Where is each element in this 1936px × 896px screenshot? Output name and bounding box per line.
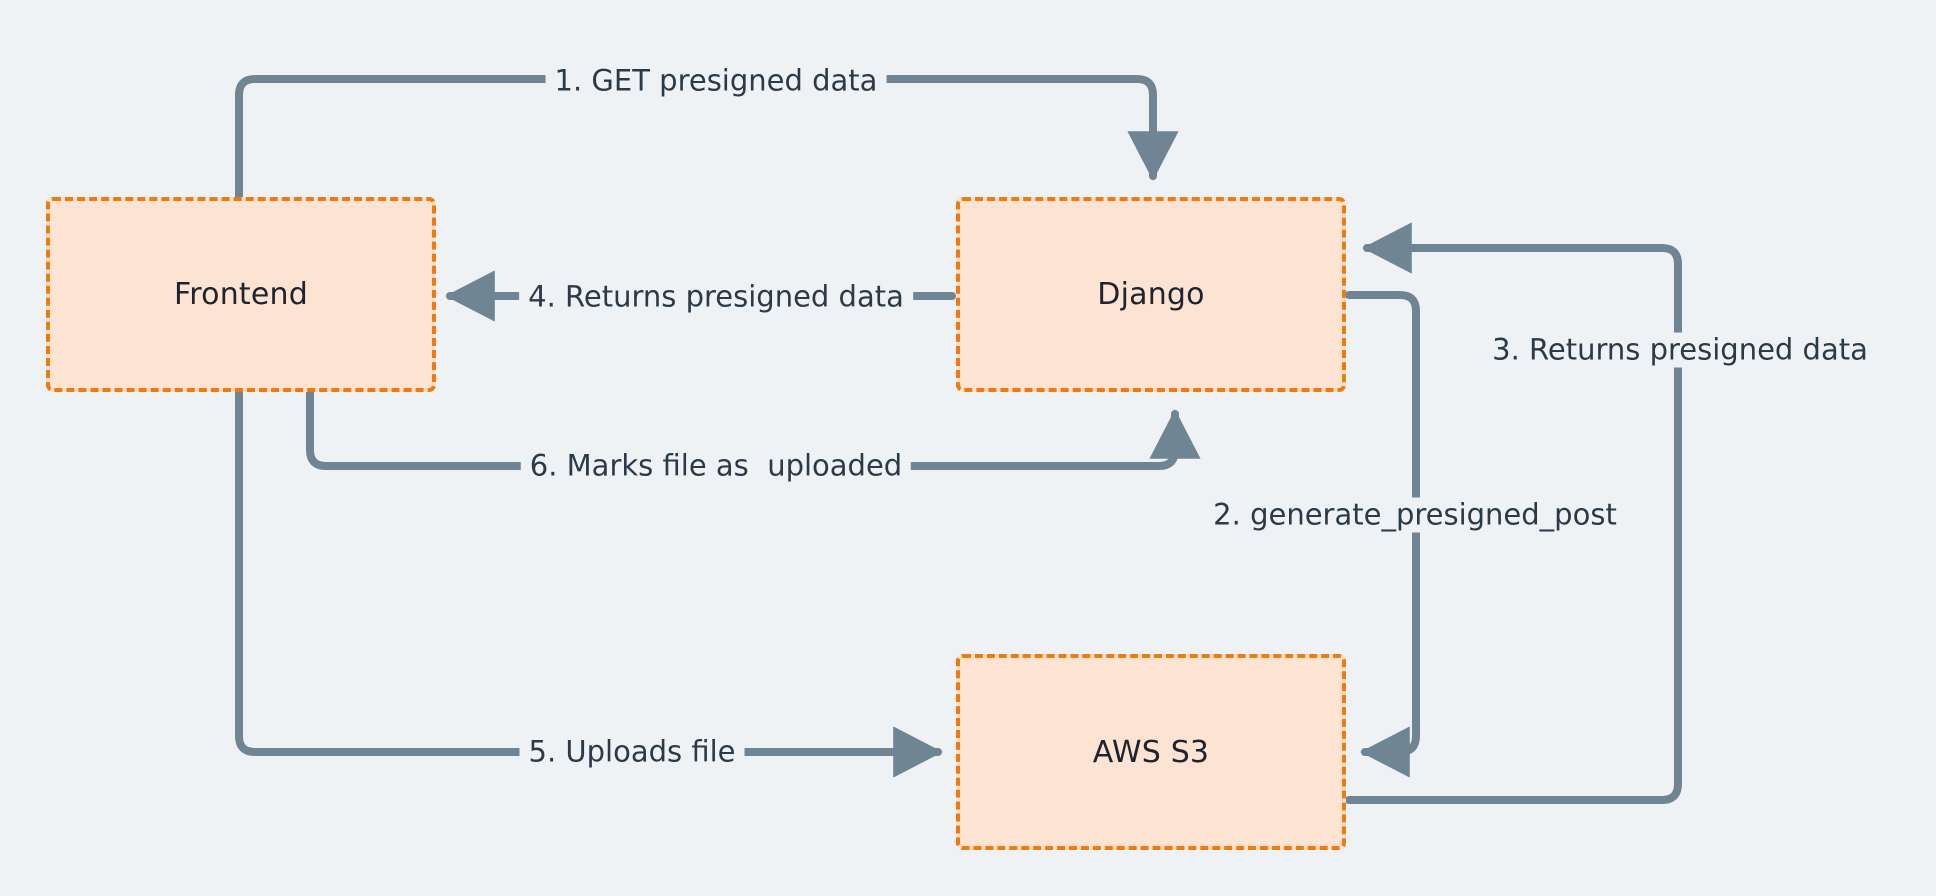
edge-label-6: 6. Marks file as uploaded [520,448,912,484]
node-frontend[interactable]: Frontend [46,197,436,392]
edge-5-path [235,389,943,778]
edge-label-1: 1. GET presigned data [545,63,887,99]
edge-label-5: 5. Uploads file [519,734,745,770]
node-aws-s3[interactable]: AWS S3 [956,654,1346,850]
node-frontend-label: Frontend [174,277,308,312]
edge-label-4: 4. Returns presigned data [519,279,913,315]
edge-label-2: 2. generate_presigned_post [1204,497,1626,533]
node-django-label: Django [1097,277,1205,312]
edge-3-path [1345,222,1682,804]
node-django[interactable]: Django [956,197,1346,392]
node-aws-s3-label: AWS S3 [1092,734,1210,770]
edge-label-3: 3. Returns presigned data [1483,332,1877,368]
